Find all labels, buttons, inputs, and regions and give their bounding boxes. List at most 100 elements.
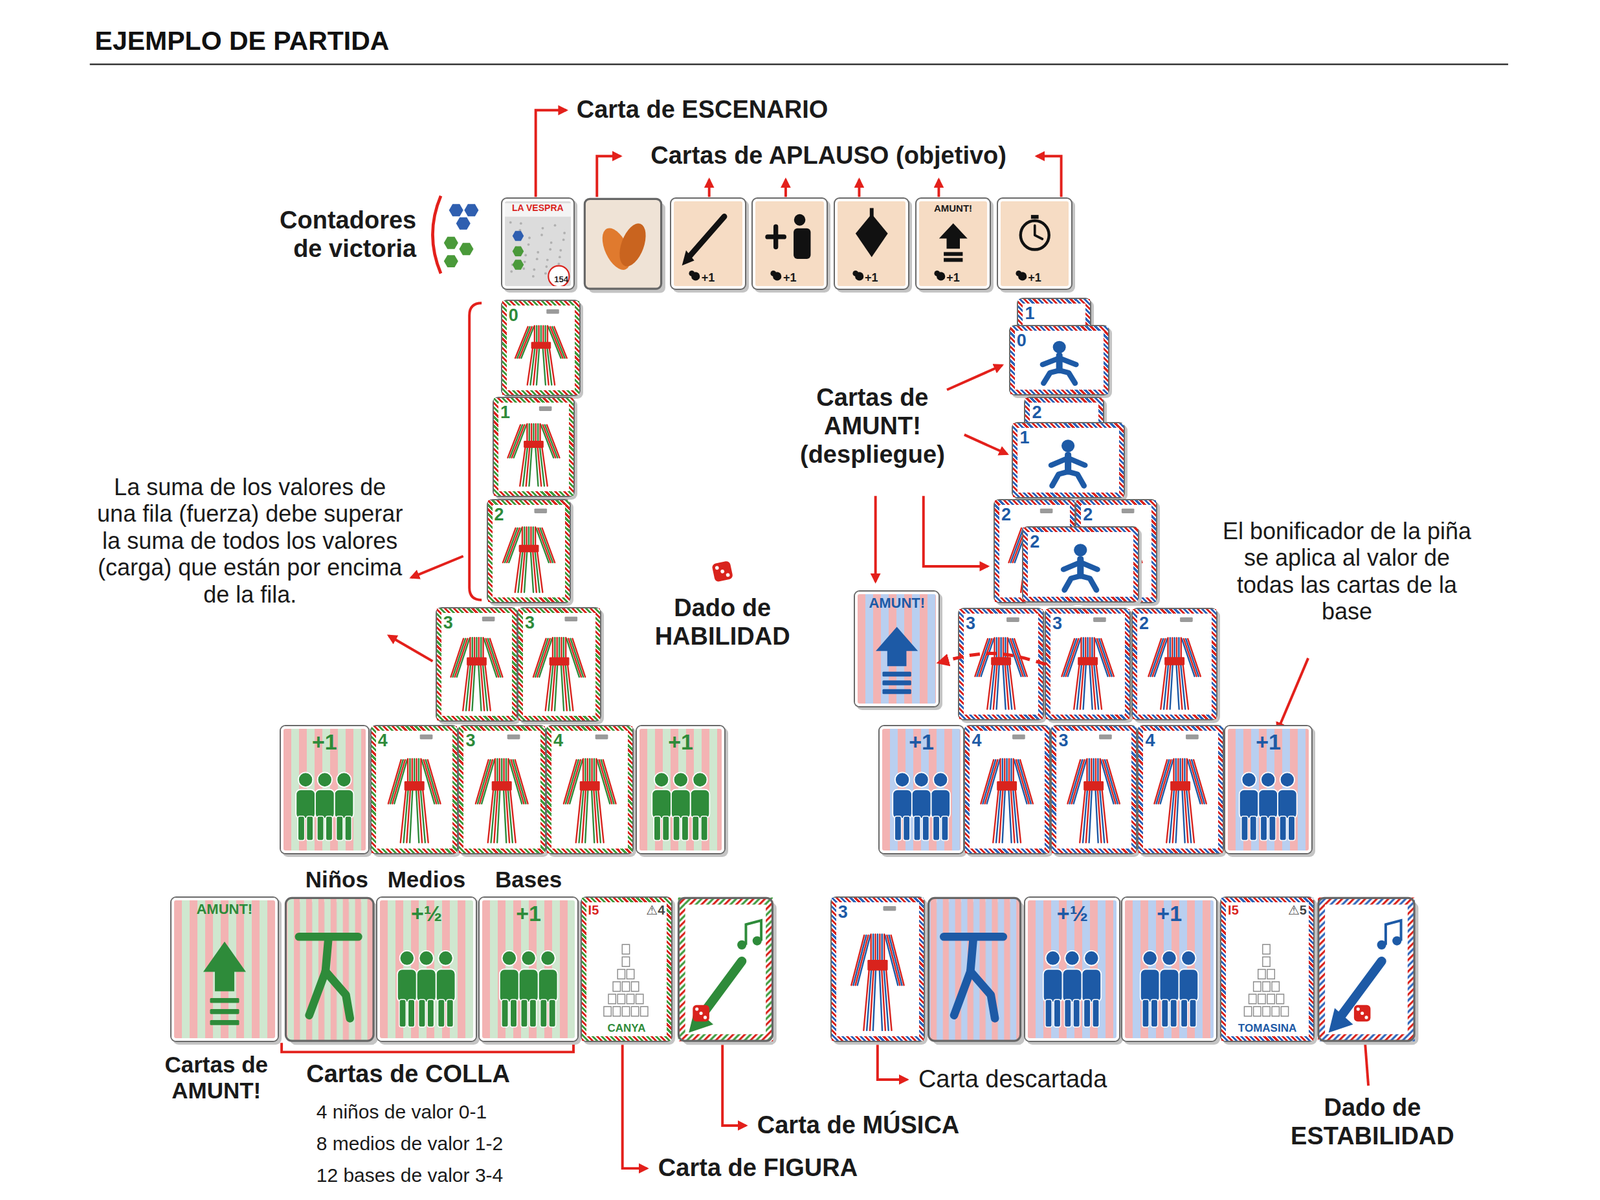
game-card: 3 [436,608,517,721]
card-illustration [508,406,560,487]
card-illustration [941,816,949,841]
card-illustration [1239,772,1298,841]
leader-arrow [1036,155,1062,197]
card-illustration [653,816,661,841]
card-illustration [981,734,1034,843]
card-value: 3 [838,903,848,922]
card-illustration [549,241,553,245]
card-value: +1 [837,271,907,284]
card-illustration [886,969,892,1031]
card-illustration [475,760,489,805]
card-illustration [1043,950,1101,1028]
game-card: +1 [1225,726,1311,853]
kids-deck [285,897,1024,1045]
card-illustration [1189,999,1197,1028]
card-illustration [174,900,276,1039]
card-illustration [867,959,888,971]
card-illustration [532,275,535,278]
leader-arrow [388,110,1369,1169]
card-illustration [622,957,630,967]
card-illustration [1100,638,1114,677]
card-illustration [1241,816,1248,841]
card-illustration [526,348,533,386]
card-illustration [541,447,547,487]
card-illustration [538,950,558,1028]
card-illustration [397,950,456,1028]
card-illustration [544,266,548,269]
card-illustration [511,231,524,241]
game-card: AMUNT!+1 [916,198,991,289]
music-card [678,897,1419,1045]
card-illustration [875,627,918,695]
card-illustration [1102,789,1108,843]
card-illustration [673,772,688,788]
card-value: AMUNT! [174,902,276,917]
game-card: I5⚠5TOMASINA [1221,897,1314,1041]
game-card: 0 [1010,326,1109,394]
card-illustration [930,789,951,819]
card-value: 2 [1001,506,1012,524]
card-illustration [549,656,570,666]
card-illustration [521,999,528,1028]
card-illustration [1104,760,1118,805]
card-illustration [938,223,967,249]
callout-label: Dado de ESTABILIDAD [1270,1093,1475,1151]
card-illustration [943,252,963,257]
card-illustration [404,781,425,792]
card-illustration [1249,816,1257,841]
card-illustration [530,341,551,349]
card-illustration [203,941,246,1026]
game-card: 3 [458,726,545,853]
card-illustration [1170,781,1191,792]
card-illustration [608,994,616,1004]
leader-arrow [946,365,1002,390]
leader-arrow [535,110,567,197]
card-illustration [1043,969,1063,1003]
card-illustration [895,772,910,788]
card-illustration [546,424,560,458]
card-value: 2 [1031,403,1042,422]
victory-counters [432,196,479,274]
card-value: +1 [673,271,743,284]
callout-label: 4 niños de valor 0-1 [316,1100,582,1124]
music-card [692,1005,710,1023]
game-card: 1 [1012,423,1123,498]
card-illustration [1034,225,1043,240]
card-illustration [523,440,544,448]
card-illustration [528,236,531,240]
callout-label: Dado de HABILIDAD [645,594,799,651]
card-illustration [572,638,586,677]
card-illustration [603,944,648,1017]
card-illustration [416,950,437,1028]
card-illustration [1150,638,1164,677]
card-illustration [1084,999,1091,1028]
card-illustration [1225,902,1309,1037]
game-card: 4 [1138,726,1223,853]
card-illustration [1188,789,1195,843]
card-illustration [767,214,811,281]
card-illustration [209,1009,239,1015]
card-illustration [1121,508,1135,513]
card-illustration [565,760,579,805]
game-card: +1 [879,726,964,853]
card-illustration [1187,638,1201,677]
card-illustration [540,999,547,1028]
card-illustration [882,689,912,695]
music-card [1318,897,1415,1041]
card-illustration [539,527,553,562]
card-value: LA VESPRA [504,203,571,213]
card-illustration [1082,950,1102,1028]
card-illustration [570,638,584,677]
card-illustration [561,238,565,242]
card-illustration [1012,638,1026,677]
card-illustration [1064,999,1072,1028]
game-card: +1 [479,897,578,1041]
card-illustration [1092,999,1100,1028]
card-illustration [1148,617,1200,710]
card-illustration [499,950,520,1028]
card-illustration [499,969,520,1003]
victory-counters [444,236,459,250]
card-illustration [504,201,571,287]
card-illustration [993,789,999,843]
card-illustration [1288,816,1296,841]
